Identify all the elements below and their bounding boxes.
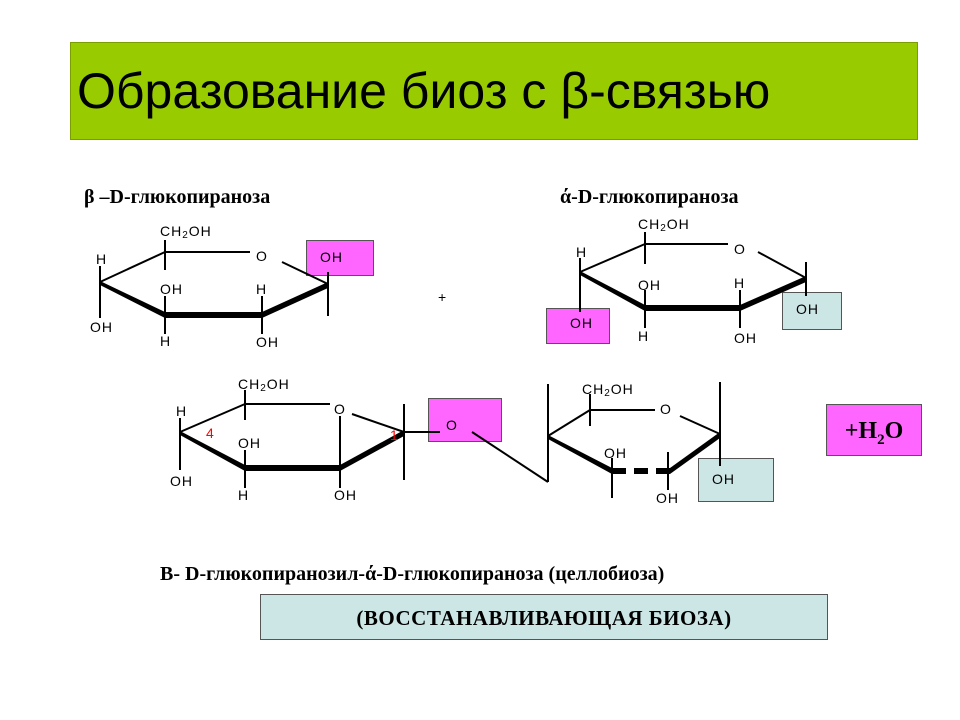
product-left-ring xyxy=(179,390,405,488)
product-atoms: CH2OH O H OH OH H OH O CH2OH O OH OH OH xyxy=(170,376,735,506)
p-right-oh-anomeric: OH xyxy=(712,471,735,487)
oh-highlight-anomeric-2 xyxy=(782,292,842,330)
m2-ch2oh: CH2OH xyxy=(638,216,690,234)
oh-highlight-anomeric-1 xyxy=(306,240,374,276)
m2-oh-anomeric: OH xyxy=(796,301,819,317)
product-name: В- D-глюкопиранозил-ά-D-глюкопираноза (ц… xyxy=(160,563,665,585)
m2-oh-c3: OH xyxy=(638,277,661,293)
p-left-ring-oxygen: O xyxy=(334,401,346,417)
molecule1-label: β –D-глюкопираноза xyxy=(84,186,271,208)
m2-h-c2: H xyxy=(734,275,745,291)
title-banner: Образование биоз с β-связью xyxy=(70,42,918,140)
page-title: Образование биоз с β-связью xyxy=(77,63,771,119)
glycosidic-bridge xyxy=(404,384,549,483)
molecule2-structure xyxy=(579,232,807,328)
p-left-oh-c3: OH xyxy=(238,435,261,451)
p-left-h-c4: H xyxy=(176,403,187,419)
oh-highlight-reducing-end xyxy=(698,458,774,502)
m2-h-c4: H xyxy=(576,244,587,260)
p-left-oh-c4: OH xyxy=(170,473,193,489)
molecule1-structure xyxy=(99,240,329,334)
m1-ring-oxygen: O xyxy=(256,248,268,264)
p-bridge-oxygen: O xyxy=(446,417,458,433)
p-right-oh-c2: OH xyxy=(656,490,679,506)
m2-h-c3: H xyxy=(638,328,649,344)
plus-sign: + xyxy=(438,289,446,305)
p-left-ch2oh: CH2OH xyxy=(238,376,290,394)
position-numbers: 4 1 xyxy=(206,425,399,443)
p-left-h-c3: H xyxy=(238,487,249,503)
o-bridge-highlight xyxy=(428,398,502,442)
p-right-oh-c3: OH xyxy=(604,445,627,461)
m1-oh-c2: OH xyxy=(256,334,279,350)
m1-oh-c3: OH xyxy=(160,281,183,297)
m1-oh-anomeric: OH xyxy=(320,249,343,265)
p-right-ring-oxygen: O xyxy=(660,401,672,417)
m1-h-c4: H xyxy=(96,251,107,267)
m1-ch2oh: CH2OH xyxy=(160,223,212,241)
molecule2-label: ά-D-глюкопираноза xyxy=(560,186,739,208)
reducing-label: (ВОССТАНАВЛИВАЮЩАЯ БИОЗА) xyxy=(260,594,828,640)
oh-highlight-c4-2 xyxy=(546,308,610,344)
m2-oh-c2: OH xyxy=(734,330,757,346)
m2-oh-c4: OH xyxy=(570,315,593,331)
m1-h-c3: H xyxy=(160,333,171,349)
p-right-ch2oh: CH2OH xyxy=(582,381,634,399)
m1-oh-c4: OH xyxy=(90,319,113,335)
position-4: 4 xyxy=(206,425,215,441)
water-prefix: +H xyxy=(844,418,878,444)
molecule1-atoms: CH2OH O OH H OH OH H H OH xyxy=(90,223,343,350)
molecule2-atoms: CH2OH O H OH OH H H OH OH xyxy=(570,216,819,346)
water-box: +H2O xyxy=(826,404,922,456)
product-right-ring xyxy=(547,382,721,498)
position-1: 1 xyxy=(390,427,399,443)
p-left-oh-c2: OH xyxy=(334,487,357,503)
water-subscript: 2 xyxy=(877,431,885,448)
water-suffix: O xyxy=(884,418,904,444)
m1-h-c2: H xyxy=(256,281,267,297)
m2-ring-oxygen: O xyxy=(734,241,746,257)
